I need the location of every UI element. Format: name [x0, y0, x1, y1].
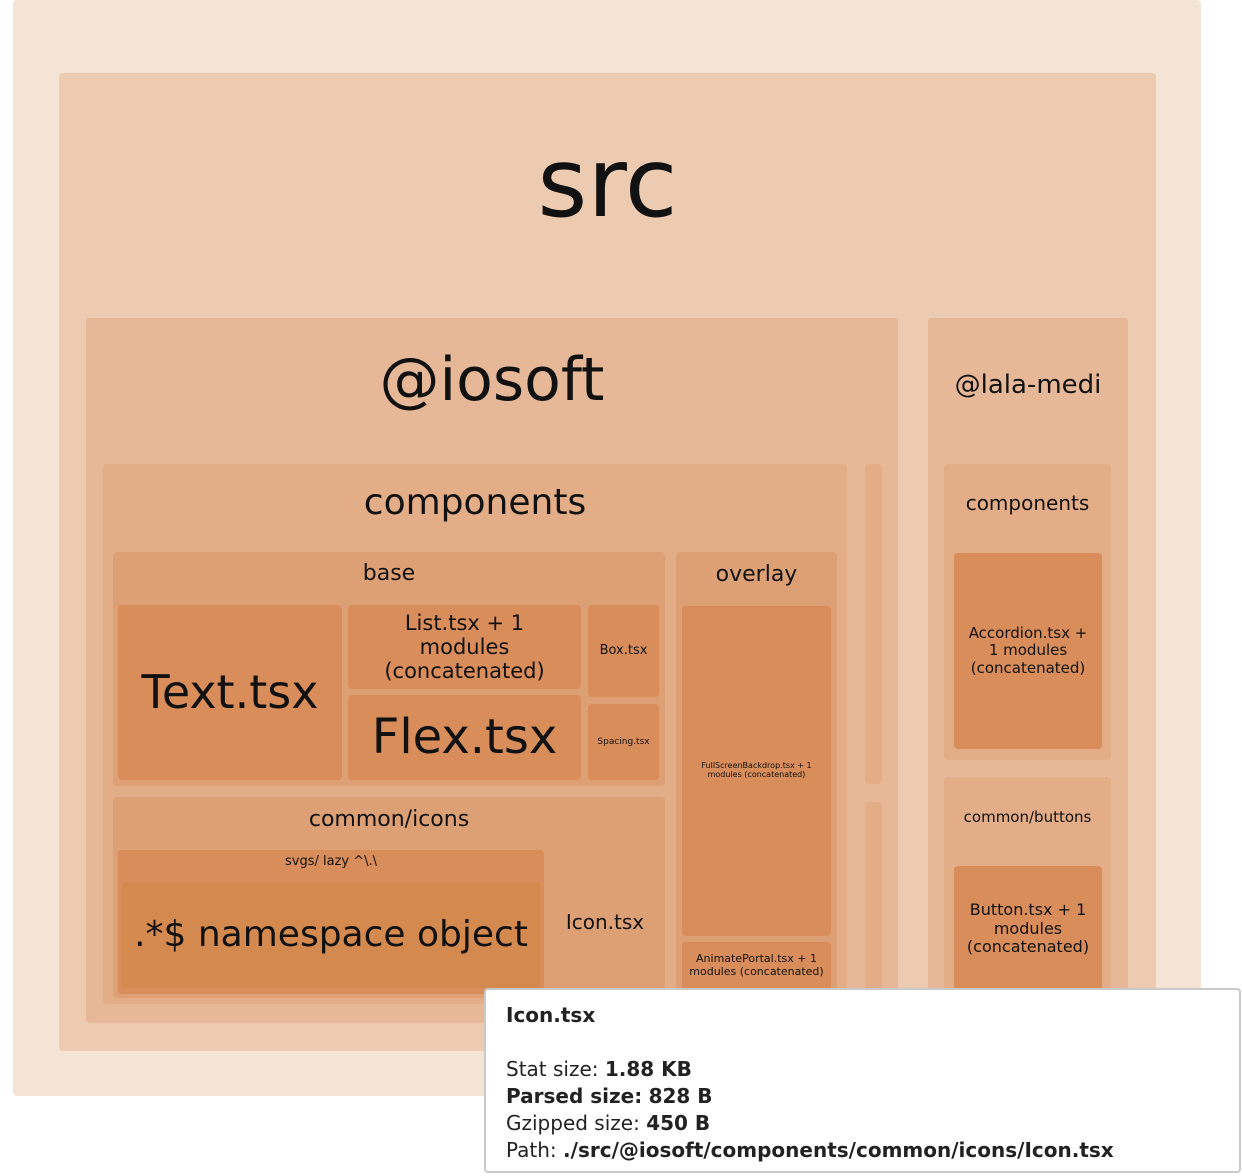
- cell-label-lala-components: components: [965, 491, 1090, 515]
- treemap-cell-box-tsx[interactable]: Box.tsx: [588, 605, 659, 697]
- cell-label-namespace-object: .*$ namespace object: [134, 914, 528, 956]
- cell-label-spacing-tsx: Spacing.tsx: [597, 736, 650, 747]
- cell-label-iosoft: @iosoft: [379, 345, 605, 415]
- cell-label-components: components: [363, 482, 587, 523]
- treemap-cell-fullscreen-backdrop[interactable]: FullScreenBackdrop.tsx + 1 modules (conc…: [682, 606, 831, 936]
- treemap-cell-accordion[interactable]: Accordion.tsx + 1 modules (concatenated): [954, 553, 1102, 749]
- cell-label-overlay: overlay: [715, 562, 798, 587]
- cell-label-accordion: Accordion.tsx + 1 modules (concatenated): [968, 624, 1088, 677]
- cell-label-fullscreen-backdrop: FullScreenBackdrop.tsx + 1 modules (conc…: [701, 761, 812, 780]
- cell-label-common-icons: common/icons: [308, 807, 470, 832]
- tooltip-stat-size: Stat size: 1.88 KB: [506, 1057, 692, 1081]
- treemap-cell-list-tsx[interactable]: List.tsx + 1 modules (concatenated): [348, 605, 581, 689]
- cell-label-button: Button.tsx + 1 modules (concatenated): [966, 900, 1090, 957]
- tooltip-parsed-size: Parsed size: 828 B: [506, 1084, 713, 1108]
- treemap-cell-text-tsx[interactable]: Text.tsx: [118, 605, 342, 780]
- treemap-cell-flex-tsx[interactable]: Flex.tsx: [348, 695, 581, 780]
- tooltip-title: Icon.tsx: [506, 1003, 596, 1027]
- cell-label-src: src: [537, 127, 678, 239]
- cell-label-svgs-lazy: svgs/ lazy ^\.\: [284, 854, 377, 869]
- cell-label-flex-tsx: Flex.tsx: [371, 708, 558, 765]
- cell-label-common-buttons: common/buttons: [963, 808, 1092, 826]
- tooltip-gzipped-size: Gzipped size: 450 B: [506, 1111, 711, 1135]
- tooltip: Icon.tsx Stat size: 1.88 KB Parsed size:…: [484, 988, 1241, 1173]
- cell-label-list-tsx: List.tsx + 1 modules (concatenated): [384, 610, 545, 684]
- treemap-cell-button[interactable]: Button.tsx + 1 modules (concatenated): [954, 866, 1102, 992]
- cell-label-animate-portal: AnimatePortal.tsx + 1 modules (concatena…: [689, 952, 824, 978]
- cell-label-text-tsx: Text.tsx: [141, 665, 319, 720]
- cell-label-lala-medi: @lala-medi: [954, 370, 1102, 400]
- treemap-cell-spacing-tsx[interactable]: Spacing.tsx: [588, 704, 659, 780]
- treemap-cell-namespace-object[interactable]: .*$ namespace object: [122, 882, 540, 988]
- treemap-cell-small-2[interactable]: [865, 802, 882, 997]
- cell-label-base: base: [362, 561, 416, 586]
- cell-label-box-tsx: Box.tsx: [599, 642, 648, 658]
- tooltip-path: Path: ./src/@iosoft/components/common/ic…: [506, 1138, 1114, 1162]
- treemap-cell-icon-tsx[interactable]: Icon.tsx: [550, 850, 660, 994]
- treemap-cell-animate-portal[interactable]: AnimatePortal.tsx + 1 modules (concatena…: [682, 942, 831, 990]
- cell-label-icon-tsx: Icon.tsx: [565, 909, 645, 934]
- treemap-cell-small-1[interactable]: [865, 464, 882, 784]
